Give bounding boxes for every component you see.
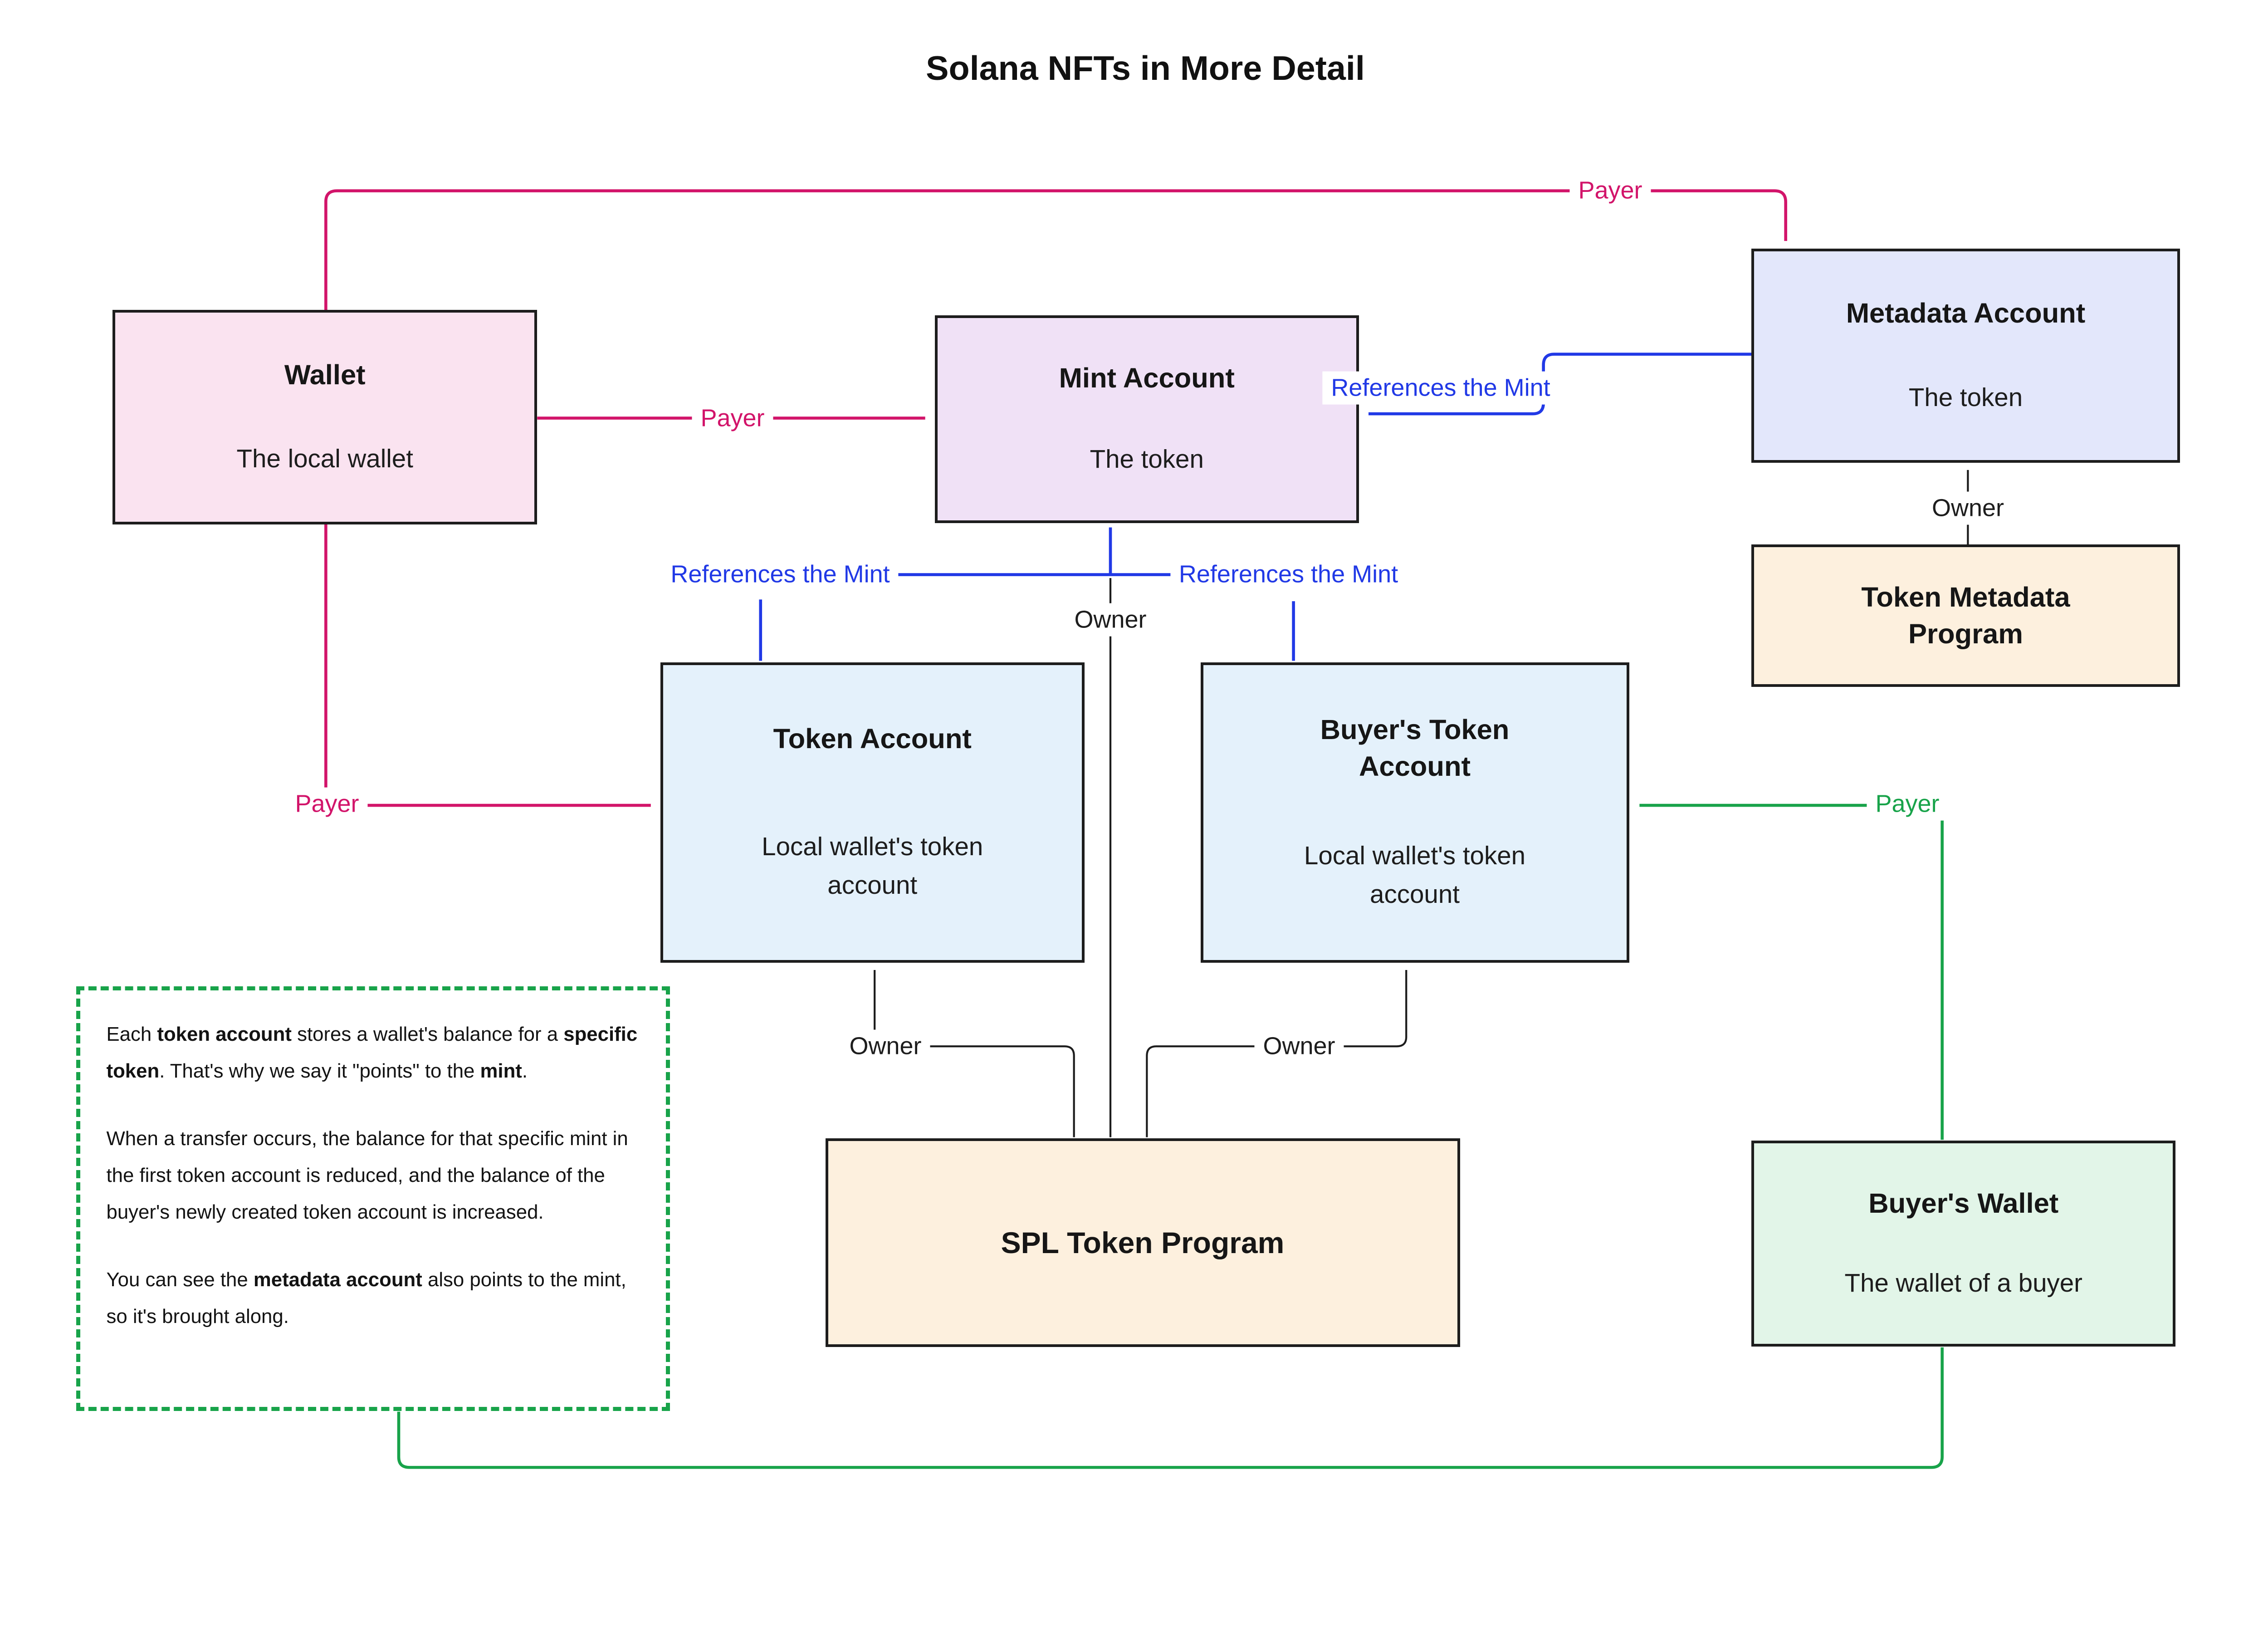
node-token-metadata-program-title: Token Metadata Program bbox=[1861, 582, 2070, 650]
node-buyers-token-account-body: Local wallet's token account bbox=[1304, 841, 1526, 908]
note-box: Each token account stores a wallet's bal… bbox=[76, 986, 670, 1411]
node-spl-token-program: SPL Token Program bbox=[825, 1138, 1460, 1347]
node-metadata-account-title: Metadata Account bbox=[1846, 298, 2086, 329]
edge-label-payer-mint: Payer bbox=[692, 402, 773, 435]
node-buyers-wallet-body: The wallet of a buyer bbox=[1844, 1268, 2082, 1297]
edge-label-owner-mint: Owner bbox=[1066, 603, 1155, 637]
node-mint-account-title: Mint Account bbox=[1059, 362, 1235, 394]
node-token-account-title: Token Account bbox=[773, 723, 972, 755]
node-mint-account-body: The token bbox=[1090, 444, 1204, 473]
edge-label-ref-metadata: References the Mint bbox=[1322, 371, 1559, 405]
edge-label-owner-buyer: Owner bbox=[1254, 1029, 1344, 1063]
node-token-account: Token Account Local wallet's token accou… bbox=[660, 662, 1085, 963]
node-buyers-wallet: Buyer's Wallet The wallet of a buyer bbox=[1751, 1141, 2176, 1347]
node-token-account-body: Local wallet's token account bbox=[762, 832, 983, 899]
node-metadata-account-body: The token bbox=[1908, 382, 2023, 411]
node-buyers-wallet-title: Buyer's Wallet bbox=[1868, 1187, 2059, 1219]
edge-label-payer-buyer: Payer bbox=[1867, 787, 1948, 821]
node-wallet-title: Wallet bbox=[284, 359, 366, 391]
edge-note-buyers-wallet bbox=[397, 1347, 1944, 1469]
diagram-canvas: Solana NFTs in More Detail bbox=[76, 49, 2180, 1469]
node-spl-token-program-title: SPL Token Program bbox=[1001, 1225, 1285, 1259]
edge-label-ref-token: References the Mint bbox=[662, 558, 899, 591]
edge-payer-buyer-wallet-token bbox=[1639, 803, 1944, 1140]
edge-payer-wallet-metadata bbox=[324, 189, 1787, 310]
note-paragraph: Each token account stores a wallet's bal… bbox=[106, 1023, 638, 1083]
node-buyers-token-account: Buyer's Token Account Local wallet's tok… bbox=[1200, 662, 1629, 963]
edge-payer-wallet-token bbox=[324, 524, 651, 807]
note-paragraph: You can see the metadata account also po… bbox=[106, 1268, 626, 1327]
edge-label-ref-buyer: References the Mint bbox=[1170, 558, 1407, 591]
node-token-metadata-program: Token Metadata Program bbox=[1751, 544, 2180, 687]
edge-label-payer-top: Payer bbox=[1569, 174, 1651, 207]
edge-label-payer-token: Payer bbox=[286, 787, 368, 821]
node-metadata-account: Metadata Account The token bbox=[1751, 249, 2180, 463]
node-mint-account: Mint Account The token bbox=[934, 315, 1359, 524]
note-paragraph: When a transfer occurs, the balance for … bbox=[106, 1127, 628, 1223]
node-wallet: Wallet The local wallet bbox=[112, 310, 537, 524]
edge-label-owner-metadata: Owner bbox=[1923, 491, 2013, 525]
edge-label-owner-token: Owner bbox=[841, 1029, 930, 1063]
node-buyers-token-account-title: Buyer's Token Account bbox=[1320, 714, 1510, 783]
page-title: Solana NFTs in More Detail bbox=[926, 49, 1365, 88]
node-wallet-body: The local wallet bbox=[236, 444, 413, 473]
